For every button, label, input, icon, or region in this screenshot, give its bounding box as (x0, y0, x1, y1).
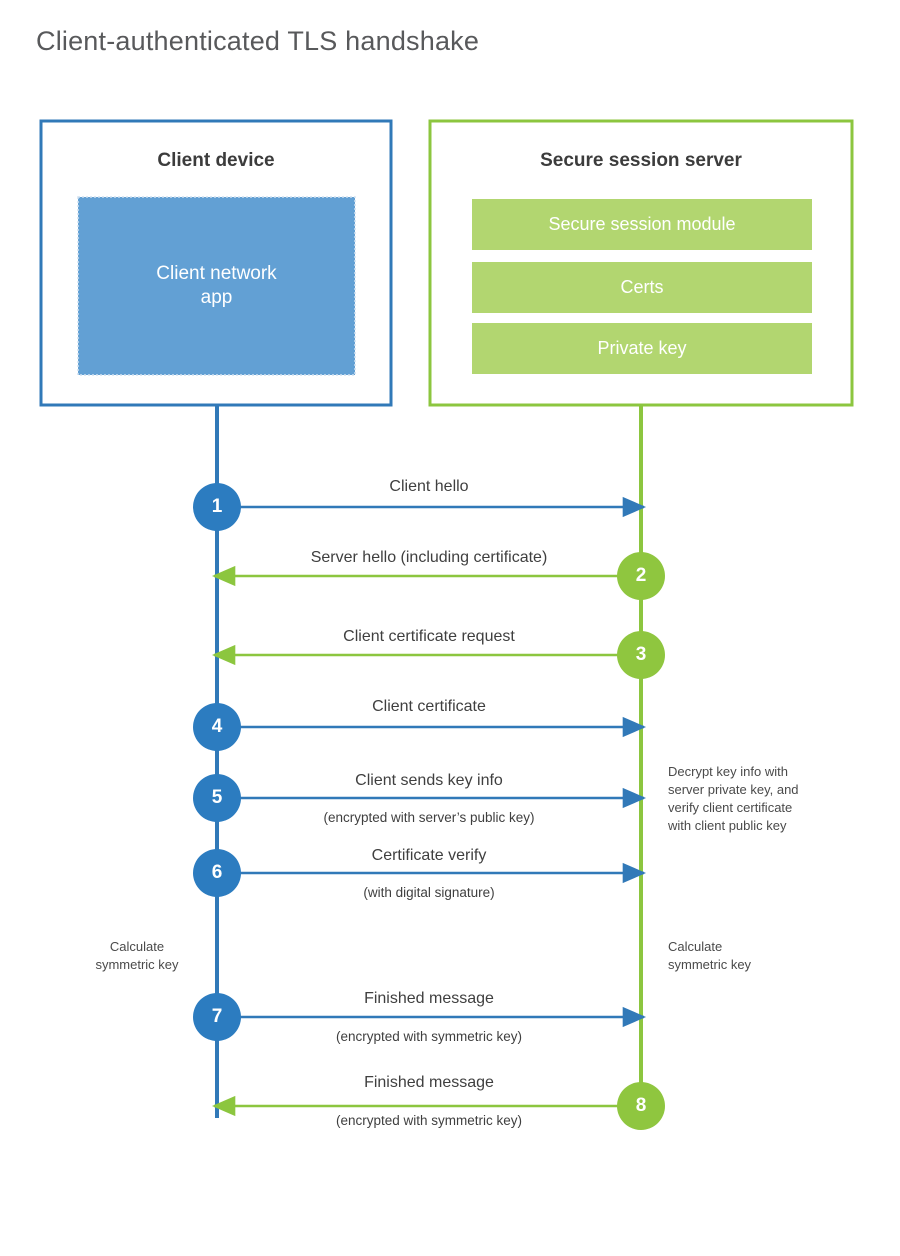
message-label-3: Client certificate request (343, 628, 515, 645)
message-label-5: Client sends key info (355, 772, 503, 789)
client-network-app-label-line2: app (200, 287, 233, 308)
message-sublabel-5: (encrypted with server’s public key) (323, 810, 535, 825)
step-badge-3[interactable] (617, 631, 665, 679)
client-network-app-label-line1: Client network (156, 263, 277, 285)
server-item-block-0 (472, 199, 812, 250)
server-calculate-note-line2: symmetric key (668, 956, 752, 972)
server-decrypt-note-line3: verify client certificate (668, 799, 793, 815)
message-label-7: Finished message (364, 990, 494, 1007)
secure-session-server-title: Secure session server (540, 150, 742, 171)
server-item-private-key: Private key (472, 323, 812, 374)
server-decrypt-note-line2: server private key, and (668, 781, 799, 797)
server-item-certs: Certs (472, 262, 812, 313)
step-number-5-text: 5 (211, 787, 223, 808)
server-item-secure-session-module: Secure session module (472, 199, 812, 250)
client-calculate-note-line2: symmetric key (95, 956, 179, 972)
message-label-4: Client certificate (372, 698, 486, 715)
step-number-4: 4 (193, 703, 241, 751)
client-device-title: Client device (157, 150, 275, 171)
step-number-1-text: 1 (211, 496, 223, 517)
step-number-7: 7 (193, 993, 241, 1041)
step-number-3: 3 (617, 631, 665, 679)
step-number-3-text: 3 (635, 644, 647, 665)
server-calculate-note-line1: Calculate (668, 939, 723, 954)
step-number-5: 5 (193, 774, 241, 822)
server-item-label-1: Certs (620, 277, 664, 298)
server-decrypt-note-line4: with client public key (668, 817, 787, 833)
step-number-6: 6 (193, 849, 241, 897)
server-item-block-1 (472, 262, 812, 313)
step-badge-7[interactable] (193, 993, 241, 1041)
message-label-1: Client hello (389, 478, 469, 495)
server-decrypt-note: Decrypt key info with server private key… (668, 763, 848, 835)
step-badge-2[interactable] (617, 552, 665, 600)
server-item-block-2 (472, 323, 812, 374)
step-number-4-text: 4 (211, 716, 223, 737)
client-calculate-symmetric-key-note: Calculate symmetric key (62, 938, 212, 974)
client-network-app-block (77, 196, 356, 376)
client-network-app-label: Client network app (78, 197, 355, 375)
step-badge-4[interactable] (193, 703, 241, 751)
step-number-2: 2 (617, 552, 665, 600)
message-label-6: Certificate verify (371, 847, 487, 864)
server-item-label-0: Secure session module (548, 214, 736, 235)
step-number-8: 8 (617, 1082, 665, 1130)
message-sublabel-6: (with digital signature) (363, 885, 495, 900)
step-badge-8[interactable] (617, 1082, 665, 1130)
message-label-8: Finished message (364, 1074, 494, 1091)
client-calculate-note-line1: Calculate (109, 939, 165, 954)
step-number-6-text: 6 (211, 862, 223, 883)
page-title: Client-authenticated TLS handshake (36, 26, 480, 56)
message-label-2: Server hello (including certificate) (310, 549, 548, 566)
step-badge-6[interactable] (193, 849, 241, 897)
server-item-label-2: Private key (597, 338, 687, 359)
step-number-1: 1 (193, 483, 241, 531)
server-decrypt-note-line1: Decrypt key info with (668, 764, 788, 779)
message-sublabel-8: (encrypted with symmetric key) (335, 1113, 523, 1128)
step-number-7-text: 7 (211, 1006, 223, 1027)
step-number-8-text: 8 (635, 1095, 647, 1116)
step-number-2-text: 2 (635, 565, 647, 586)
step-badge-1[interactable] (193, 483, 241, 531)
step-badge-5[interactable] (193, 774, 241, 822)
message-sublabel-7: (encrypted with symmetric key) (335, 1029, 523, 1044)
server-calculate-symmetric-key-note: Calculate symmetric key (668, 938, 818, 974)
